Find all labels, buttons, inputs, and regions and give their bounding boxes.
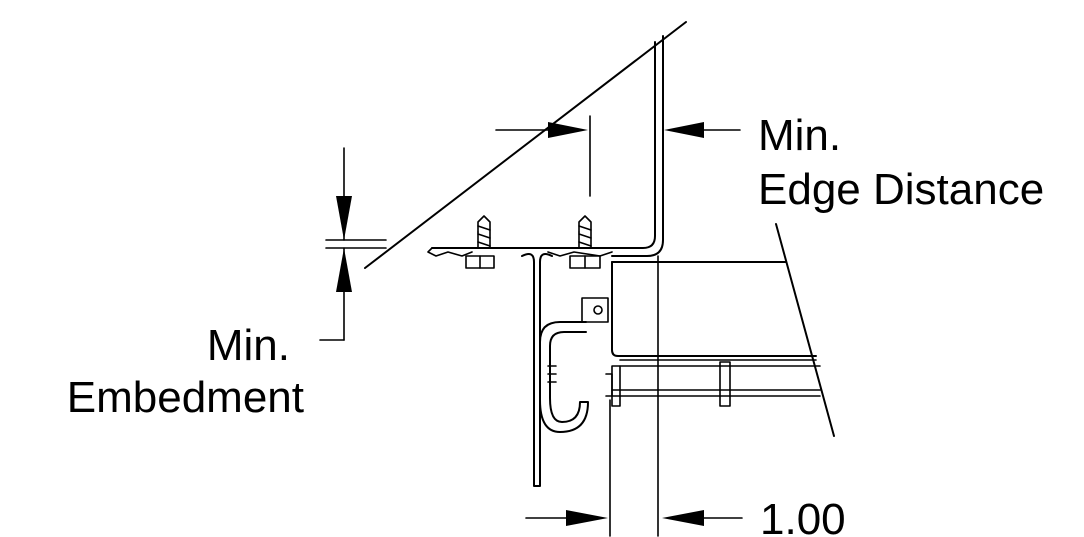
concrete-break-line bbox=[364, 21, 687, 269]
edge-angle-plate bbox=[427, 35, 664, 257]
min-edge-distance-label-line2: Edge Distance bbox=[758, 165, 1044, 214]
min-embedment-label-line2: Embedment bbox=[67, 373, 304, 422]
bottom-dimension bbox=[525, 255, 743, 537]
track-beam bbox=[605, 261, 821, 407]
hook-clamp bbox=[539, 297, 609, 433]
anchor-bolt-right bbox=[569, 215, 601, 269]
edge-break-line bbox=[775, 223, 835, 437]
embedment-dimension bbox=[319, 147, 387, 341]
min-edge-distance-label-line1: Min. bbox=[758, 111, 841, 160]
min-embedment-label-line1: Min. bbox=[207, 321, 290, 370]
edge-distance-dimension bbox=[495, 122, 741, 138]
dimension-value-label: 1.00 bbox=[760, 495, 846, 537]
vertical-support-plate bbox=[521, 253, 553, 487]
anchor-bolt-left bbox=[465, 215, 495, 269]
